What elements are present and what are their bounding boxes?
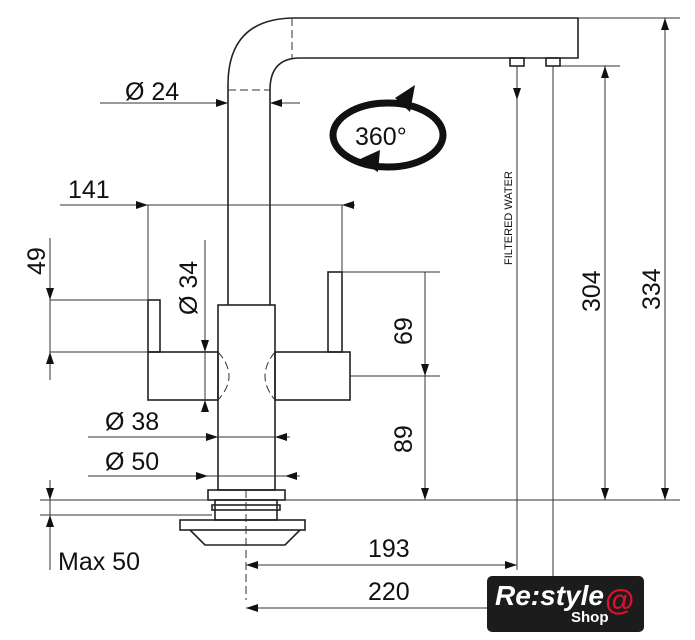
reach-total-label: 220 — [368, 578, 410, 606]
spout-diameter-label: Ø 24 — [125, 78, 179, 106]
handle-diameter-label: Ø 34 — [175, 261, 203, 315]
restyle-shop-logo: Re:style Shop @ — [487, 576, 644, 632]
handle-height-label: 89 — [390, 425, 418, 453]
lever-height-label: 49 — [23, 247, 51, 275]
total-height-label: 334 — [638, 268, 666, 310]
dimension-lines — [40, 17, 680, 612]
max-thickness-label: Max 50 — [58, 548, 140, 576]
rotation-label: 360° — [355, 123, 407, 151]
handle-span-label: 141 — [68, 176, 110, 204]
reach-filtered-label: 193 — [368, 535, 410, 563]
cart-at-icon: @ — [605, 584, 635, 617]
faucet-body — [147, 17, 579, 600]
rotation-icon — [329, 85, 447, 172]
base-diameter-label: Ø 50 — [105, 448, 159, 476]
filtered-water-label: FILTERED WATER — [503, 171, 515, 265]
body-diameter-label: Ø 38 — [105, 408, 159, 436]
logo-subtext: Shop — [571, 609, 609, 626]
logo-text: Re:style — [495, 580, 604, 611]
handle-to-top-label: 69 — [390, 317, 418, 345]
outlet-height-label: 304 — [578, 270, 606, 312]
